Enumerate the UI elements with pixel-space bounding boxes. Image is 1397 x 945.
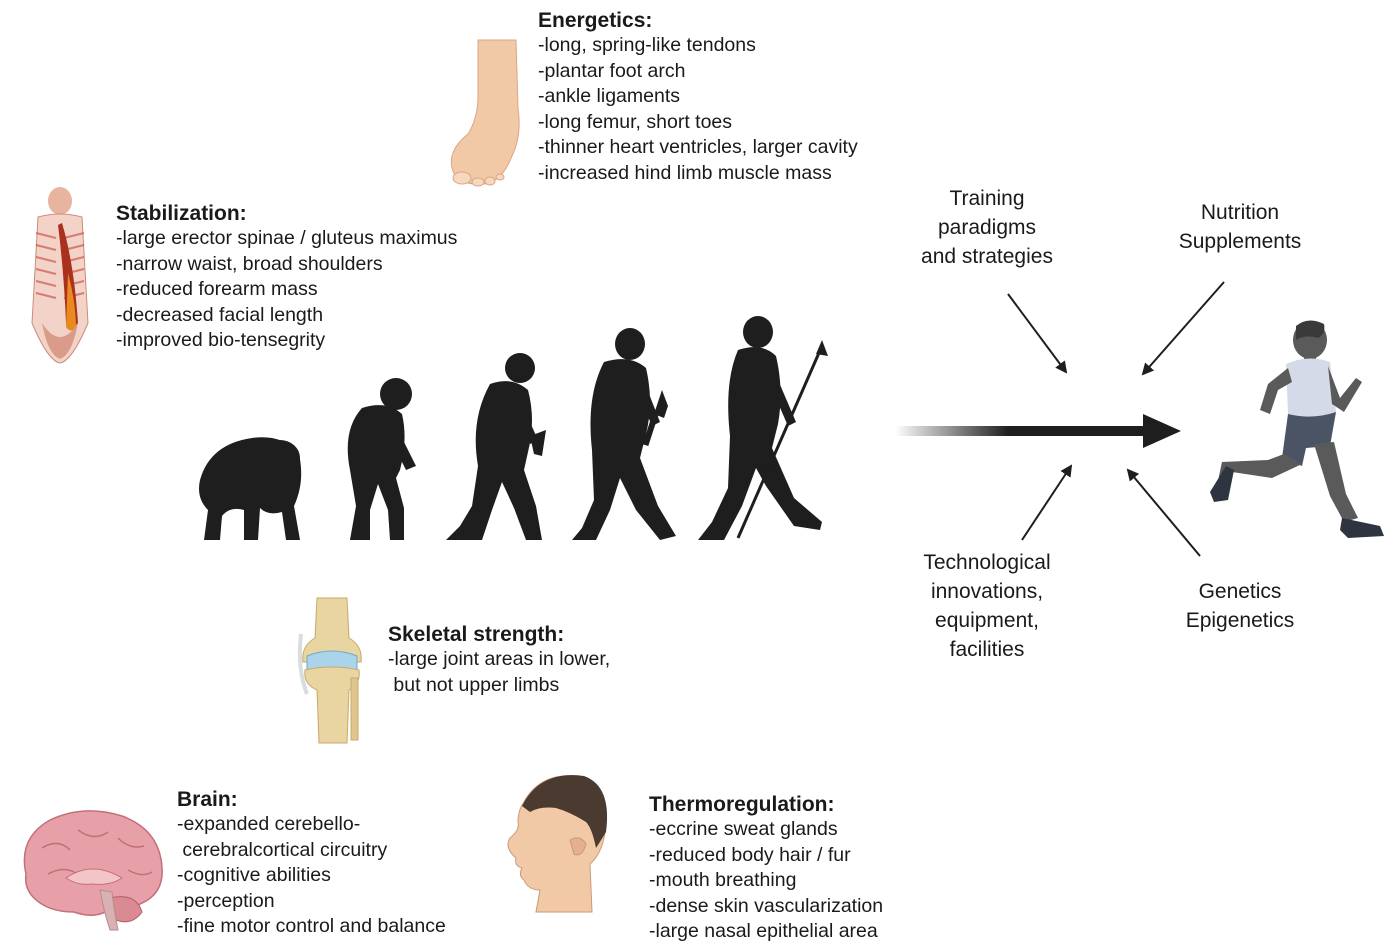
energetics-list: -long, spring-like tendons -plantar foot… — [538, 33, 858, 187]
list-item: -cognitive abilities — [177, 863, 446, 889]
list-item: cerebralcortical circuitry — [177, 838, 446, 864]
list-item: -large erector spinae / gluteus maximus — [116, 226, 457, 252]
genetics-label: Genetics Epigenetics — [1160, 577, 1320, 635]
list-item: -decreased facial length — [116, 303, 457, 329]
list-item: -dense skin vascularization — [649, 894, 883, 920]
nutrition-label: Nutrition Supplements — [1160, 198, 1320, 256]
thermoregulation-title: Thermoregulation: — [649, 792, 883, 817]
energetics-title: Energetics: — [538, 8, 858, 33]
brain-block: Brain: -expanded cerebello- cerebralcort… — [177, 787, 446, 940]
list-item: -thinner heart ventricles, larger cavity — [538, 135, 858, 161]
list-item: -perception — [177, 889, 446, 915]
list-item: -increased hind limb muscle mass — [538, 161, 858, 187]
training-arrow — [1008, 294, 1066, 372]
list-item: -improved bio-tensegrity — [116, 328, 457, 354]
thermoregulation-block: Thermoregulation: -eccrine sweat glands … — [649, 792, 883, 945]
list-item: -eccrine sweat glands — [649, 817, 883, 843]
training-label: Training paradigms and strategies — [900, 184, 1074, 271]
list-item: -large nasal epithelial area — [649, 919, 883, 945]
list-item: -reduced body hair / fur — [649, 843, 883, 869]
genetics-arrow — [1128, 470, 1200, 556]
list-item: -plantar foot arch — [538, 59, 858, 85]
brain-title: Brain: — [177, 787, 446, 812]
stabilization-block: Stabilization: -large erector spinae / g… — [116, 201, 457, 354]
list-item: -mouth breathing — [649, 868, 883, 894]
skeletal-list: -large joint areas in lower, but not upp… — [388, 647, 610, 698]
skeletal-title: Skeletal strength: — [388, 622, 610, 647]
list-item: -narrow waist, broad shoulders — [116, 252, 457, 278]
list-item: -large joint areas in lower, — [388, 647, 610, 673]
technology-label: Technological innovations, equipment, fa… — [896, 548, 1078, 664]
skeletal-block: Skeletal strength: -large joint areas in… — [388, 622, 610, 698]
list-item: -reduced forearm mass — [116, 277, 457, 303]
list-item: -ankle ligaments — [538, 84, 858, 110]
list-item: -long femur, short toes — [538, 110, 858, 136]
technology-arrow — [1022, 466, 1071, 540]
brain-list: -expanded cerebello- cerebralcortical ci… — [177, 812, 446, 940]
thermoregulation-list: -eccrine sweat glands -reduced body hair… — [649, 817, 883, 945]
list-item: -expanded cerebello- — [177, 812, 446, 838]
list-item: -long, spring-like tendons — [538, 33, 858, 59]
runner-icon — [1208, 318, 1388, 548]
energetics-block: Energetics: -long, spring-like tendons -… — [538, 8, 858, 187]
stabilization-title: Stabilization: — [116, 201, 457, 226]
stabilization-list: -large erector spinae / gluteus maximus … — [116, 226, 457, 354]
list-item: but not upper limbs — [388, 673, 610, 699]
list-item: -fine motor control and balance — [177, 914, 446, 940]
